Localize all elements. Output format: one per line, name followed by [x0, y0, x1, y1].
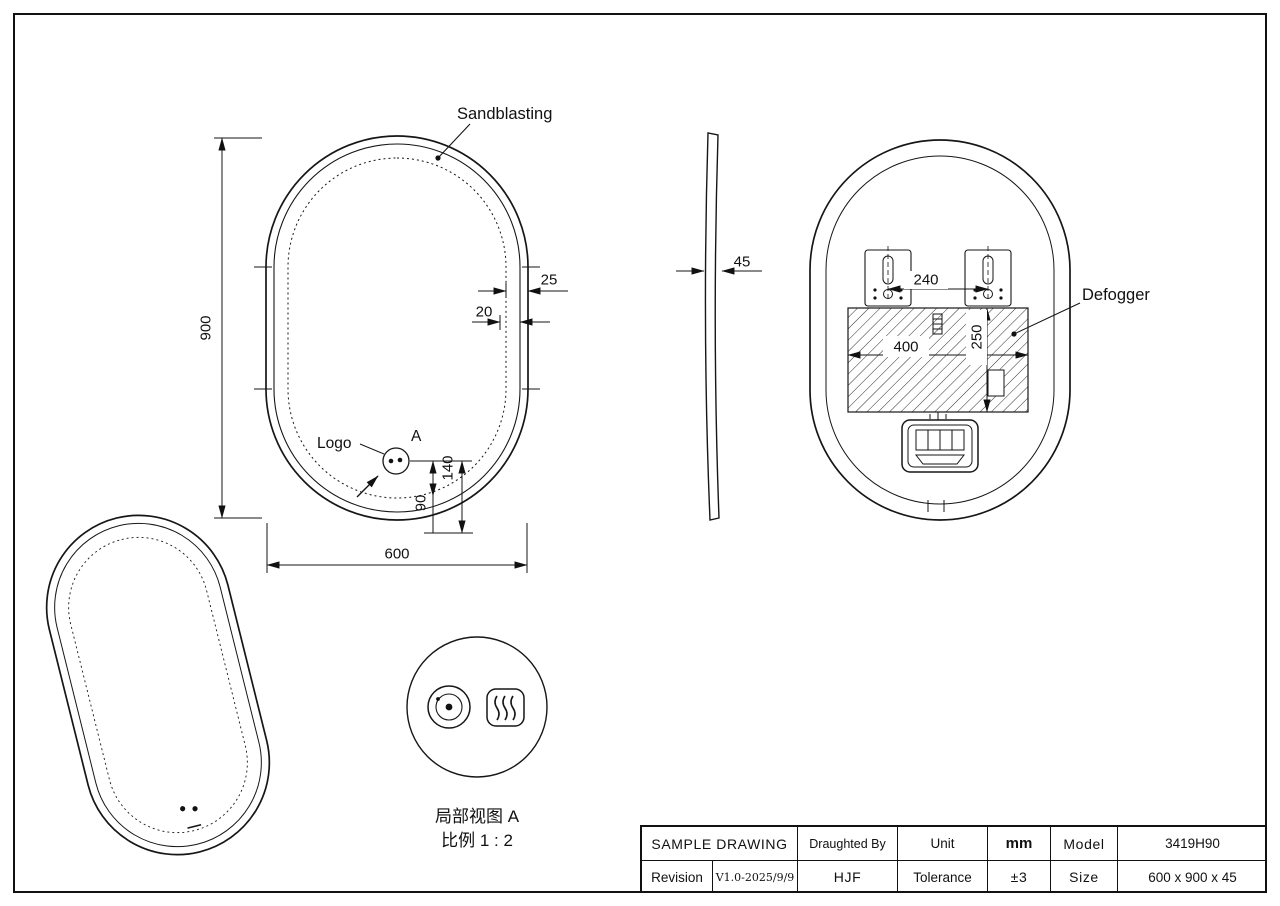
dim-edge-inner: 20 [476, 304, 493, 321]
junction-box [901, 412, 979, 473]
dim-hanger-spacing: 240 [913, 272, 938, 289]
dim-defogger-width: 400 [893, 339, 918, 356]
model-value: 3419H90 [1117, 827, 1267, 860]
sample-drawing-label: SAMPLE DRAWING [651, 835, 788, 852]
dim-edge-outer: 25 [541, 272, 558, 289]
title-block: SAMPLE DRAWING Draughted By Unit mm Mode… [640, 825, 1267, 893]
revision-label: Revision [642, 860, 712, 893]
detail-caption-title: 局部视图 A [435, 807, 520, 826]
detail-arrow [356, 475, 379, 498]
revision-value: V1.0-2025/9/9 [712, 860, 797, 893]
detail-caption-scale: 比例 1 : 2 [441, 831, 513, 850]
leader-dot [435, 155, 441, 161]
rear-view: 240 400 250 Defogger [809, 139, 1150, 521]
logo-label: Logo [317, 435, 351, 452]
front-view: Sandblasting 900 600 25 20 [198, 105, 568, 573]
sandblast-ring [287, 157, 507, 499]
unit-label: Unit [897, 827, 987, 860]
defogger-label: Defogger [1082, 286, 1150, 304]
perspective-view [45, 514, 271, 856]
unit-value: mm [987, 827, 1050, 860]
tolerance-label: Tolerance [897, 860, 987, 893]
dim-height: 900 [198, 315, 215, 340]
rear-inner-outline [825, 155, 1055, 505]
tolerance-value: ±3 [987, 860, 1050, 893]
sensor-dot [180, 806, 186, 812]
size-value: 600 x 900 x 45 [1117, 860, 1267, 893]
rear-outer-outline [809, 139, 1071, 521]
power-button-icon [427, 685, 471, 729]
dim-logo-offset-large: 140 [440, 455, 457, 480]
detail-marker-label: A [411, 428, 422, 445]
hanger-right [964, 246, 1012, 307]
dim-width: 600 [384, 546, 409, 563]
size-label: Size [1050, 860, 1117, 893]
side-profile [704, 132, 720, 521]
model-label: Model [1050, 827, 1117, 860]
draughted-by-label: Draughted By [797, 827, 897, 860]
mirror-inner-outline [273, 143, 521, 513]
dim-thickness: 45 [734, 254, 751, 271]
dim-logo-offset-small: 90 [413, 495, 430, 512]
dim-defogger-height: 250 [969, 324, 986, 349]
detail-circle [406, 636, 548, 778]
detail-view: 局部视图 A 比例 1 : 2 [406, 636, 548, 850]
sensor-dot [192, 806, 198, 812]
draughted-by-value: HJF [797, 860, 897, 893]
sandblasting-label: Sandblasting [457, 105, 552, 123]
defogger-button-icon [486, 688, 525, 727]
sensor-circle [382, 447, 410, 475]
defogger-cutout [987, 369, 1005, 397]
mirror-outer-outline [265, 135, 529, 521]
side-view: 45 [676, 132, 762, 521]
